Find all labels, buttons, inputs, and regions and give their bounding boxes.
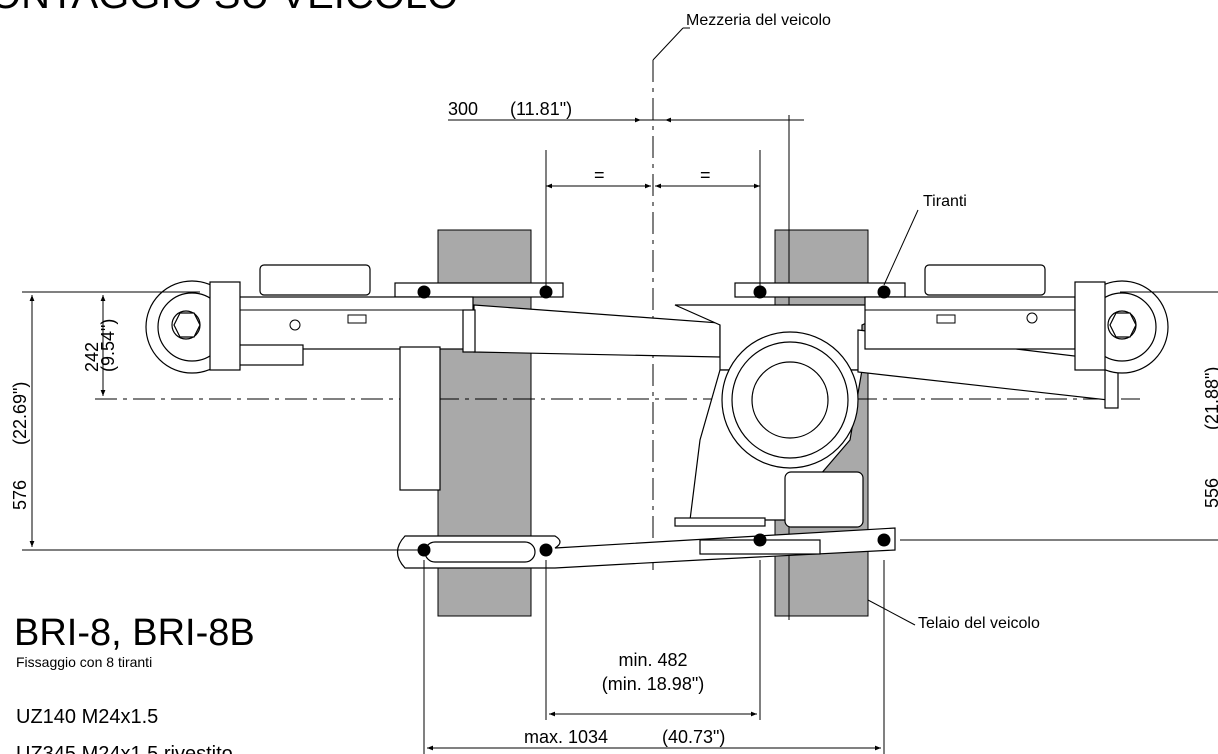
control-block <box>784 471 864 528</box>
dimension-576-inch: (22.69") <box>10 382 30 445</box>
dimension-300-inch: (11.81") <box>510 99 572 119</box>
dimension-equal-spacing: = = <box>546 165 760 189</box>
dimension-300-value: 300 <box>448 99 478 119</box>
dimension-576: 576 (22.69") <box>10 291 420 551</box>
centerline-label: Mezzeria del veicolo <box>686 12 831 29</box>
dimension-556: 556 (21.88") <box>900 291 1218 541</box>
bolt-bottom-4 <box>877 533 891 547</box>
dimension-556-inch: (21.88") <box>1202 367 1218 430</box>
centerline-callout: Mezzeria del veicolo <box>652 12 831 61</box>
bolt-bottom-1 <box>417 543 431 557</box>
left-support-plate <box>399 346 441 491</box>
dimension-min-482-value: min. 482 <box>618 650 687 670</box>
product-subtitle: Fissaggio con 8 tiranti <box>16 654 152 670</box>
bolt-top-4 <box>877 285 891 299</box>
dimension-max-1034-inch: (40.73") <box>662 727 725 747</box>
top-brackets <box>394 282 906 298</box>
dimension-max-1034-value: max. 1034 <box>524 727 608 747</box>
bolt-spec-2: UZ345 M24x1.5 rivestito <box>16 743 233 754</box>
dimension-556-value: 556 <box>1202 478 1218 508</box>
crane-body <box>145 264 1169 528</box>
vehicle-frame-label: Telaio del veicolo <box>918 615 1040 632</box>
dimension-min-482: min. 482 (min. 18.98") <box>545 560 761 720</box>
bolt-spec-1: UZ140 M24x1.5 <box>16 706 158 728</box>
dimension-242: 242 (9.54") <box>82 295 118 396</box>
bolt-top-1 <box>417 285 431 299</box>
bolt-bottom-3 <box>753 533 767 547</box>
dimension-242-value: 242 <box>82 342 102 372</box>
boom-left <box>473 304 721 358</box>
right-beam <box>864 296 1076 350</box>
dimension-max-1034: max. 1034 (40.73") <box>423 560 885 754</box>
page-title-fragment: ONTAGGIO SU VEICOLO <box>0 0 458 17</box>
tie-rod-bolts <box>417 150 891 557</box>
dimension-242-inch: (9.54") <box>98 319 118 372</box>
tie-rods-label: Tiranti <box>923 193 967 210</box>
vehicle-frame-callout: Telaio del veicolo <box>867 599 1040 632</box>
product-name: BRI-8, BRI-8B <box>14 612 255 654</box>
tie-rods-callout: Tiranti <box>883 193 967 286</box>
bolt-bottom-2 <box>539 543 553 557</box>
dimension-300: 300 (11.81") <box>448 99 804 123</box>
equal-right-label: = <box>700 165 711 185</box>
dimension-576-value: 576 <box>10 480 30 510</box>
equal-left-label: = <box>594 165 605 185</box>
dimension-min-482-inch: (min. 18.98") <box>602 674 704 694</box>
product-info: BRI-8, BRI-8B Fissaggio con 8 tiranti UZ… <box>14 612 255 754</box>
